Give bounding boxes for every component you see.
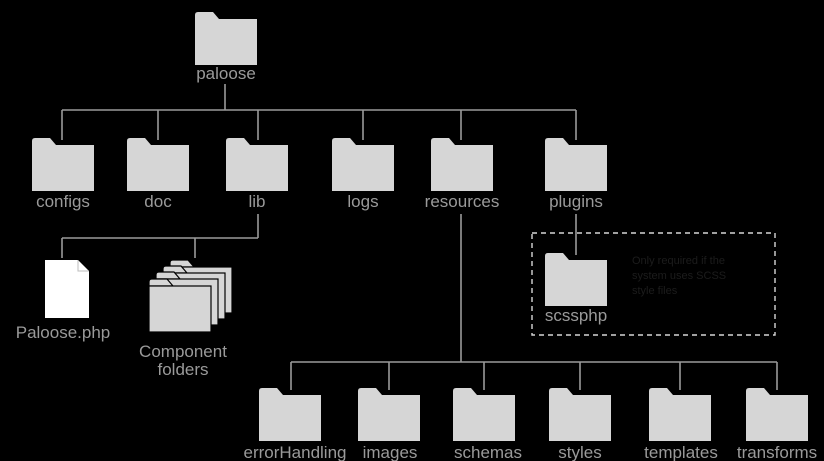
folder-node-logs[interactable]: logs <box>332 138 394 211</box>
folder-icon <box>746 388 808 441</box>
folder-node-schemas[interactable]: schemas <box>453 388 522 461</box>
folder-label: scssphp <box>545 306 607 325</box>
folder-icon <box>259 388 321 441</box>
optional-callout-box <box>531 232 776 336</box>
folder-node-transforms[interactable]: transforms <box>737 388 817 461</box>
folder-label: logs <box>347 192 378 211</box>
file-label: Paloose.php <box>16 323 111 342</box>
folder-label: plugins <box>549 192 603 211</box>
folder-icon <box>32 138 94 191</box>
folder-label: doc <box>144 192 172 211</box>
folder-node-plugins[interactable]: plugins <box>545 138 607 211</box>
folder-label: schemas <box>454 443 522 461</box>
tree-connectors <box>61 84 778 390</box>
folder-label: lib <box>248 192 265 211</box>
folder-icon <box>195 12 257 65</box>
folder-label: images <box>363 443 418 461</box>
folder-icon <box>127 138 189 191</box>
folder-node-styles[interactable]: styles <box>549 388 611 461</box>
folder-icon <box>226 138 288 191</box>
file-node-paloose-php[interactable]: Paloose.php <box>16 260 111 342</box>
folder-node-errorhandling[interactable]: errorHandling <box>244 388 347 461</box>
folder-label: resources <box>425 192 500 211</box>
folder-node-scssphp[interactable]: scssphp <box>545 253 607 325</box>
note-line1: Only required if the <box>632 255 725 267</box>
folder-icon <box>453 388 515 441</box>
folder-icon <box>545 138 607 191</box>
component-label-line1: Component <box>139 342 227 361</box>
folder-icon <box>549 388 611 441</box>
folder-node-resources[interactable]: resources <box>425 138 500 211</box>
note-line3: style files <box>632 285 678 297</box>
folder-icon <box>431 138 493 191</box>
folder-node-templates[interactable]: templates <box>644 388 718 461</box>
file-corner-icon <box>77 260 89 272</box>
folder-node-lib[interactable]: lib <box>226 138 288 211</box>
folder-label: configs <box>36 192 90 211</box>
file-icon <box>45 260 89 318</box>
stacked-folders-icon <box>148 259 233 333</box>
folder-node-doc[interactable]: doc <box>127 138 189 211</box>
folder-icon <box>649 388 711 441</box>
folder-label: styles <box>558 443 601 461</box>
folder-label: paloose <box>196 64 256 83</box>
folder-label: templates <box>644 443 718 461</box>
folder-node-paloose[interactable]: paloose <box>195 12 257 83</box>
note-line2: system uses SCSS <box>632 270 726 282</box>
component-folders-node[interactable]: Component folders <box>139 259 233 379</box>
folder-label: transforms <box>737 443 817 461</box>
component-label-line2: folders <box>157 360 208 379</box>
callout-note: Only required if the system uses SCSS st… <box>632 255 726 297</box>
folder-icon <box>545 253 607 306</box>
folder-node-configs[interactable]: configs <box>32 138 94 211</box>
folder-icon <box>332 138 394 191</box>
folder-node-images[interactable]: images <box>358 388 420 461</box>
folder-icon <box>358 388 420 441</box>
folder-label: errorHandling <box>244 443 347 461</box>
